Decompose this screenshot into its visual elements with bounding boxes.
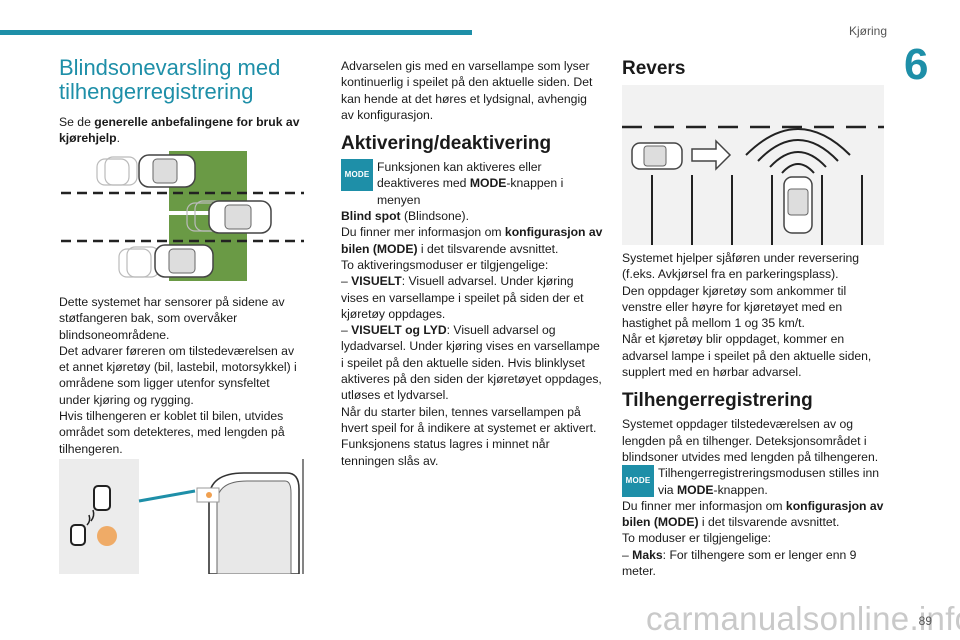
mode-button-icon: MODE xyxy=(341,159,373,192)
blind-spot-diagram xyxy=(61,151,304,281)
mode-name: Maks xyxy=(632,547,663,562)
column-1-body: Dette systemet har sensorer på sidene av… xyxy=(59,294,304,457)
column-3-body: Systemet hjelper sjåføren under reverser… xyxy=(622,250,884,579)
reverse-paragraph: Når et kjøretøy blir oppdaget, kommer en… xyxy=(622,332,872,380)
modes-intro: To aktiveringsmoduser er tilgjengelige: xyxy=(341,257,549,272)
mirror-lamp-diagram xyxy=(59,459,309,575)
trailer-paragraph: Systemet oppdager tilstedeværelsen av og… xyxy=(622,417,879,464)
section-title: Blindsonevarsling med tilhengerregistrer… xyxy=(59,55,281,104)
mode-instruction: MODE Tilhengerregistreringsmodusen still… xyxy=(622,465,884,498)
reverse-paragraph: Systemet hjelper sjåføren under reverser… xyxy=(622,251,860,282)
car-icon xyxy=(208,200,272,234)
column-1: Blindsonevarsling med tilhengerregistrer… xyxy=(59,56,304,147)
warning-paragraph: Advarselen gis med en varsellampe som ly… xyxy=(341,59,593,122)
car-icon xyxy=(631,142,683,170)
modes-intro: To moduser er tilgjengelige: xyxy=(622,531,772,546)
reverse-diagram xyxy=(622,125,884,245)
car-icon xyxy=(70,524,86,546)
column-2: Advarselen gis med en varsellampe som ly… xyxy=(341,58,603,469)
mode-item: – VISUELT: Visuell advarsel. Under kjøri… xyxy=(341,274,584,321)
description-paragraph: Hvis tilhengeren er koblet til bilen, ut… xyxy=(59,409,285,456)
text: -knappen. xyxy=(713,482,768,497)
config-link: konfigurasjon av bilen (MODE) xyxy=(341,225,603,256)
mode-name: VISUELT og LYD xyxy=(351,323,447,338)
mode-instruction: MODE Funksjonen kan aktiveres eller deak… xyxy=(341,159,603,208)
text: i det tilsvarende avsnittet. xyxy=(698,515,840,530)
text: Funksjonen kan aktiveres eller deaktiver… xyxy=(377,160,542,191)
mode-label: MODE xyxy=(469,176,507,191)
intro-link-text: generelle anbefalingene for bruk av kjør… xyxy=(59,115,300,146)
text: -knappen i menyen xyxy=(377,176,564,207)
car-icon xyxy=(783,176,813,234)
car-icon xyxy=(138,154,196,188)
description-paragraph: Det advarer føreren om tilstedeværelsen … xyxy=(59,343,297,407)
description-paragraph: Dette systemet har sensorer på sidene av… xyxy=(59,295,285,342)
blind-spot-figure xyxy=(59,145,304,285)
intro-text: Se de xyxy=(59,115,95,129)
menu-name: Blind spot xyxy=(341,209,401,224)
car-icon xyxy=(154,244,214,278)
text: i det tilsvarende avsnittet. xyxy=(417,241,559,256)
text: : Visuell advarsel. Under kjøring vises … xyxy=(341,274,584,321)
text: Du finner mer informasjon om xyxy=(341,225,505,240)
reverse-heading: Revers xyxy=(622,58,686,79)
config-link: konfigurasjon av bilen (MODE) xyxy=(622,498,884,530)
text: Tilhengerregistreringsmodusen stilles in… xyxy=(658,466,880,497)
mode-instruction-text: Funksjonen kan aktiveres eller deaktiver… xyxy=(377,159,603,208)
column-3: Revers xyxy=(622,58,884,80)
section-header: Kjøring xyxy=(848,24,887,38)
watermark: carmanualsonline.info xyxy=(646,600,960,637)
text: (Blindsone). xyxy=(400,209,469,224)
mode-item: – Maks: For tilhengere som er lenger enn… xyxy=(622,547,857,579)
mirror-glass xyxy=(216,480,292,575)
intro-end: . xyxy=(116,131,120,146)
mode-name: VISUELT xyxy=(351,274,402,289)
info-paragraph: Du finner mer informasjon om konfigurasj… xyxy=(622,498,884,531)
mirror-lamp-figure xyxy=(59,459,309,575)
page-number: 89 xyxy=(918,614,932,628)
text: Du finner mer informasjon om xyxy=(622,498,786,513)
mode-label: MODE xyxy=(676,482,714,497)
mode-instruction-text: Tilhengerregistreringsmodusen stilles in… xyxy=(658,465,884,498)
text: : Visuell advarsel og lydadvarsel. Under… xyxy=(341,323,602,403)
memory-paragraph: Funksjonens status lagres i minnet når t… xyxy=(341,437,550,468)
chapter-progress-bar xyxy=(0,30,472,35)
mirror-lamp-icon xyxy=(206,492,212,498)
trailer-heading: Tilhengerregistrering xyxy=(622,390,813,412)
arrow-icon xyxy=(691,139,732,171)
chapter-number: 6 xyxy=(904,40,929,89)
warning-lamp-icon xyxy=(97,526,117,546)
info-paragraph: Du finner mer informasjon om konfigurasj… xyxy=(341,224,603,257)
mode-item: – VISUELT og LYD: Visuell advarsel og ly… xyxy=(341,323,602,403)
start-paragraph: Når du starter bilen, tennes varsellampe… xyxy=(341,404,597,435)
sensor-waves xyxy=(745,128,851,174)
menu-text: Blind spot (Blindsone). xyxy=(341,208,603,224)
activation-heading: Aktivering/deaktivering xyxy=(341,133,552,155)
text: : For tilhengere som er lenger enn 9 met… xyxy=(622,547,857,579)
reverse-paragraph: Den oppdager kjøretøy som ankommer til v… xyxy=(622,283,847,331)
intro-paragraph: Se de generelle anbefalingene for bruk a… xyxy=(59,114,304,147)
mode-button-icon: MODE xyxy=(622,465,654,498)
reverse-figure xyxy=(622,85,884,245)
car-icon xyxy=(93,485,111,511)
